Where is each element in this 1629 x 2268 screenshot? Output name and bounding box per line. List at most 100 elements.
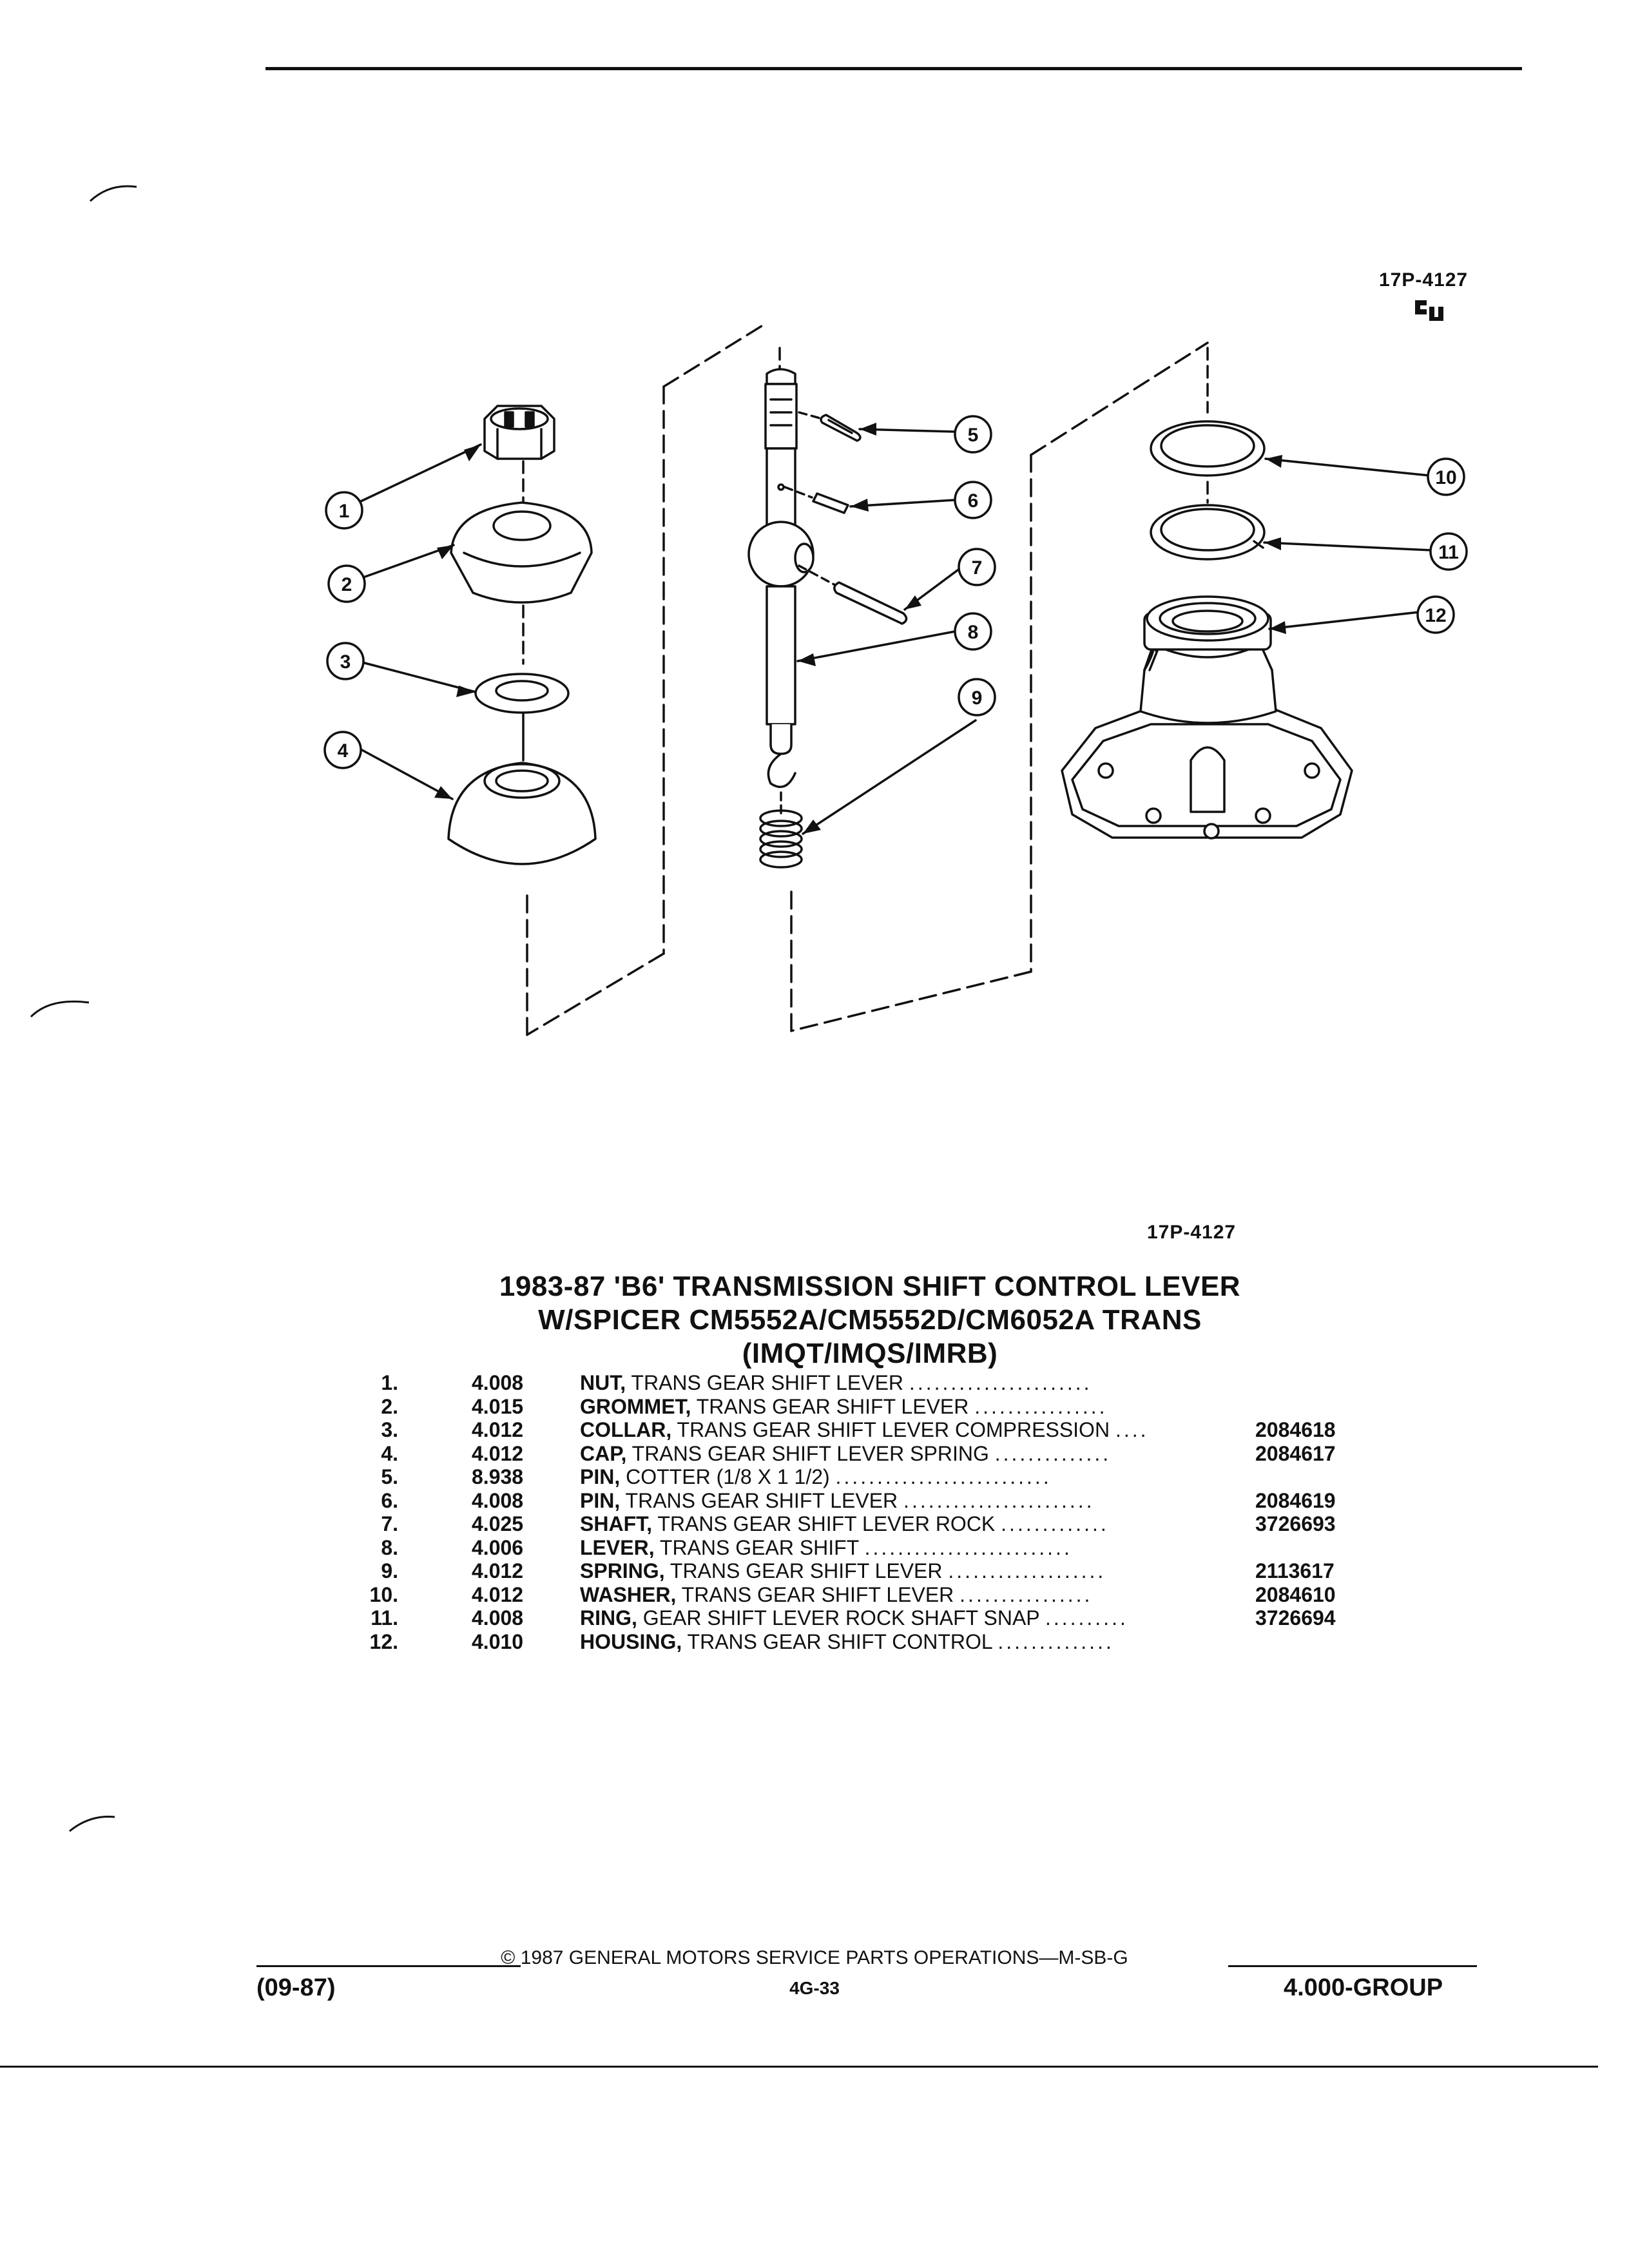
callout-8: 8 xyxy=(968,622,979,643)
spring-part xyxy=(759,809,803,869)
housing-part xyxy=(1061,595,1353,840)
part-number-cell: 9. xyxy=(381,1559,398,1582)
title-line-3: (IMQT/IMQS/IMRB) xyxy=(742,1338,998,1369)
description-cell: HOUSING, TRANS GEAR SHIFT CONTROL ......… xyxy=(580,1630,1218,1653)
part-name: NUT, xyxy=(580,1371,626,1394)
description-cell: SHAFT, TRANS GEAR SHIFT LEVER ROCK .....… xyxy=(580,1512,1218,1535)
part-no-cell: 2084618 xyxy=(1255,1418,1336,1441)
washer-part xyxy=(1150,420,1266,477)
figure-code-bottom: 17P-4127 xyxy=(1147,1222,1237,1243)
part-number-cell: 10. xyxy=(369,1582,398,1606)
part-name: PIN, xyxy=(580,1465,621,1488)
description-cell: LEVER, TRANS GEAR SHIFT ................… xyxy=(580,1536,1218,1559)
part-description: TRANS GEAR SHIFT LEVER xyxy=(631,1371,904,1394)
leader-dots: ................ xyxy=(959,1582,1093,1606)
table-row: 1. 4.008 NUT, TRANS GEAR SHIFT LEVER .....… xyxy=(348,1371,1366,1395)
callout-12: 12 xyxy=(1425,605,1446,626)
table-row: 6. 4.008 PIN, TRANS GEAR SHIFT LEVER .....… xyxy=(348,1489,1366,1513)
group-code-cell: 4.008 xyxy=(472,1371,524,1394)
part-number-cell: 2. xyxy=(381,1394,398,1418)
group-code-cell: 4.025 xyxy=(472,1512,524,1535)
description-cell: RING, GEAR SHIFT LEVER ROCK SHAFT SNAP .… xyxy=(580,1606,1218,1629)
leader-dots: .............. xyxy=(998,1629,1114,1653)
callout-2: 2 xyxy=(342,574,352,595)
part-number-cell: 6. xyxy=(381,1488,398,1512)
part-no-cell: 3726694 xyxy=(1255,1606,1336,1629)
leader-dots: .............. xyxy=(994,1441,1112,1465)
part-name: WASHER, xyxy=(580,1582,677,1606)
right-stack-frame xyxy=(790,341,1209,1032)
callout-11: 11 xyxy=(1438,542,1459,563)
footer-page-number: 4G-33 xyxy=(789,1978,840,1998)
collar-part xyxy=(474,673,570,714)
bottom-rule xyxy=(0,2066,1598,2068)
part-description: TRANS GEAR SHIFT LEVER xyxy=(681,1582,954,1606)
gm-spo-logo-icon xyxy=(1415,300,1443,321)
leader-dots: .......................... xyxy=(835,1465,1052,1488)
group-code-cell: 4.012 xyxy=(472,1441,524,1465)
parts-list: 1. 4.008 NUT, TRANS GEAR SHIFT LEVER .....… xyxy=(348,1371,1366,1653)
callout-7: 7 xyxy=(972,557,983,579)
callout-circles xyxy=(323,415,1468,769)
leader-dots: .... xyxy=(1115,1418,1149,1441)
part-no-cell: 2084617 xyxy=(1255,1441,1336,1465)
shift-lever-part xyxy=(747,368,815,788)
arrowheads xyxy=(434,423,1286,834)
part-number-cell: 7. xyxy=(381,1512,398,1535)
part-name: HOUSING, xyxy=(580,1629,682,1653)
part-number-cell: 11. xyxy=(371,1606,398,1629)
part-name: LEVER, xyxy=(580,1535,655,1559)
callout-4: 4 xyxy=(338,740,349,762)
part-number-cell: 1. xyxy=(381,1371,398,1394)
part-number-cell: 12. xyxy=(369,1629,398,1653)
figure-code-top: 17P-4127 xyxy=(1379,269,1469,291)
part-name: RING, xyxy=(580,1606,637,1629)
part-description: TRANS GEAR SHIFT LEVER ROCK xyxy=(657,1512,996,1535)
table-row: 10. 4.012 WASHER, TRANS GEAR SHIFT LEVER .… xyxy=(348,1583,1366,1607)
part-no-cell: 2084610 xyxy=(1255,1582,1336,1606)
table-row: 2. 4.015 GROMMET, TRANS GEAR SHIFT LEVER .… xyxy=(348,1395,1366,1419)
grommet-part xyxy=(450,501,593,604)
part-no-cell: 2113617 xyxy=(1255,1559,1335,1582)
footer-date: (09-87) xyxy=(256,1974,336,2001)
part-name: CAP, xyxy=(580,1441,627,1465)
part-description: TRANS GEAR SHIFT LEVER xyxy=(696,1394,969,1418)
group-code-cell: 4.012 xyxy=(472,1418,524,1441)
group-code-cell: 4.012 xyxy=(472,1582,524,1606)
small-pin-part xyxy=(812,492,849,514)
part-description: TRANS GEAR SHIFT LEVER xyxy=(670,1559,943,1582)
part-name: COLLAR, xyxy=(580,1418,672,1441)
leader-lines xyxy=(358,428,1433,835)
group-code-cell: 4.006 xyxy=(472,1535,524,1559)
description-cell: COLLAR, TRANS GEAR SHIFT LEVER COMPRESSI… xyxy=(580,1418,1218,1441)
group-code-cell: 4.015 xyxy=(472,1394,524,1418)
description-cell: NUT, TRANS GEAR SHIFT LEVER ............… xyxy=(580,1371,1218,1394)
description-cell: GROMMET, TRANS GEAR SHIFT LEVER ........… xyxy=(580,1395,1218,1418)
part-description: TRANS GEAR SHIFT LEVER SPRING xyxy=(631,1441,989,1465)
callout-9: 9 xyxy=(972,687,983,709)
description-cell: PIN, TRANS GEAR SHIFT LEVER ............… xyxy=(580,1489,1218,1512)
part-no-cell: 2084619 xyxy=(1255,1488,1336,1512)
footer-group: 4.000-GROUP xyxy=(1284,1974,1443,2001)
leader-dots: ............. xyxy=(1001,1512,1109,1535)
part-name: SHAFT, xyxy=(580,1512,652,1535)
title-line-2: W/SPICER CM5552A/CM5552D/CM6052A TRANS xyxy=(538,1304,1202,1336)
group-code-cell: 4.008 xyxy=(472,1488,524,1512)
description-cell: SPRING, TRANS GEAR SHIFT LEVER .........… xyxy=(580,1559,1218,1582)
group-code-cell: 8.938 xyxy=(472,1465,524,1488)
description-cell: CAP, TRANS GEAR SHIFT LEVER SPRING .....… xyxy=(580,1442,1218,1465)
part-name: GROMMET, xyxy=(580,1394,691,1418)
part-description: TRANS GEAR SHIFT CONTROL xyxy=(687,1629,992,1653)
callout-6: 6 xyxy=(968,490,979,512)
snap-ring-part xyxy=(1150,504,1266,561)
castle-nut-part xyxy=(483,405,555,460)
group-code-cell: 4.008 xyxy=(472,1606,524,1629)
title-line-1: 1983-87 'B6' TRANSMISSION SHIFT CONTROL … xyxy=(499,1271,1241,1302)
